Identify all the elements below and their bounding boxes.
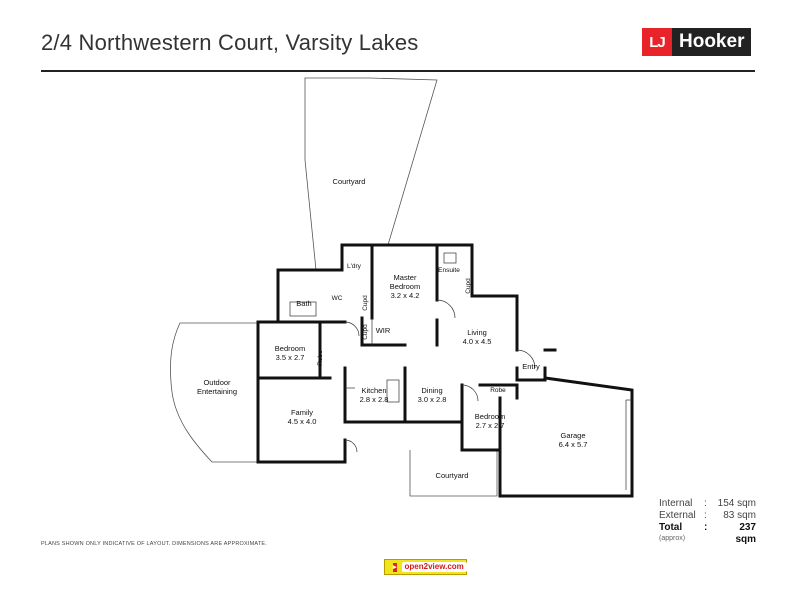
label-bedroom-1-size: 3.5 x 2.7 bbox=[276, 353, 305, 362]
label-kitchen-size: 2.8 x 2.8 bbox=[360, 395, 389, 404]
internal-walls bbox=[256, 243, 634, 498]
external-outlines bbox=[170, 77, 498, 497]
label-wir: WIR bbox=[376, 326, 391, 335]
label-bedroom-2-size: 2.7 x 2.7 bbox=[476, 421, 505, 430]
label-dining-size: 3.0 x 2.8 bbox=[418, 395, 447, 404]
label-master-size: 3.2 x 4.2 bbox=[391, 291, 420, 300]
label-cupd-1: Cupd bbox=[362, 295, 369, 311]
courtyard-bottom-outline bbox=[409, 450, 498, 497]
label-cupd-3: Cupd bbox=[465, 278, 472, 294]
area-approx-note: (approx) bbox=[659, 535, 686, 542]
area-total-value: 237 sqm bbox=[735, 522, 756, 545]
label-garage: Garage bbox=[560, 431, 585, 440]
agency-logo: LJ Hooker bbox=[642, 28, 752, 56]
label-courtyard-top: Courtyard bbox=[333, 177, 366, 186]
area-internal-label: Internal bbox=[659, 498, 693, 509]
label-bath: Bath bbox=[296, 299, 311, 308]
label-master-bedroom: Bedroom bbox=[390, 282, 420, 291]
label-bedroom-1: Bedroom bbox=[275, 344, 305, 353]
area-total-label: Total bbox=[659, 522, 683, 533]
label-family: Family bbox=[291, 408, 313, 417]
open2view-badge[interactable]: ▸ open2view.com bbox=[384, 559, 467, 575]
area-external-row: External : 83 sqm bbox=[659, 510, 756, 521]
label-cupd-2: Cupd bbox=[362, 324, 369, 340]
open2view-icon: ▸ bbox=[393, 562, 397, 572]
logo-mark: LJ bbox=[642, 28, 672, 56]
area-internal-row: Internal : 154 sqm bbox=[659, 498, 756, 509]
label-living: Living bbox=[467, 328, 487, 337]
area-external-label: External bbox=[659, 510, 696, 521]
label-robe-2: Robe bbox=[490, 387, 506, 394]
label-outdoor: Outdoor bbox=[203, 378, 231, 387]
outdoor-entertaining-outline bbox=[170, 322, 259, 463]
title-divider bbox=[41, 70, 755, 72]
label-family-size: 4.5 x 4.0 bbox=[288, 417, 317, 426]
label-bedroom-2: Bedroom bbox=[475, 412, 505, 421]
logo-wordmark: Hooker bbox=[672, 28, 752, 56]
plan-disclaimer: PLANS SHOWN ONLY INDICATIVE OF LAYOUT. D… bbox=[41, 541, 268, 547]
label-entry: Entry bbox=[522, 362, 540, 371]
label-ensuite: Ensuite bbox=[438, 267, 460, 274]
area-internal-value: 154 sqm bbox=[717, 498, 756, 509]
label-wc: WC bbox=[332, 295, 343, 302]
label-living-size: 4.0 x 4.5 bbox=[463, 337, 492, 346]
label-laundry: L'dry bbox=[347, 263, 362, 270]
label-master: Master bbox=[394, 273, 417, 282]
area-summary: Internal : 154 sqm External : 83 sqm Tot… bbox=[659, 498, 756, 545]
area-external-value: 83 sqm bbox=[723, 510, 756, 521]
label-garage-size: 6.4 x 5.7 bbox=[559, 440, 588, 449]
courtyard-top-outline bbox=[304, 77, 438, 271]
open2view-text: open2view.com bbox=[401, 562, 467, 572]
label-courtyard-bottom: Courtyard bbox=[436, 471, 469, 480]
page-title: 2/4 Northwestern Court, Varsity Lakes bbox=[41, 30, 419, 55]
area-total-row: Total : 237 sqm bbox=[659, 522, 756, 545]
label-kitchen: Kitchen bbox=[361, 386, 386, 395]
label-entertaining: Entertaining bbox=[197, 387, 237, 396]
door-swings bbox=[289, 252, 632, 490]
label-dining: Dining bbox=[421, 386, 442, 395]
label-robe-1: Robe bbox=[317, 350, 324, 366]
